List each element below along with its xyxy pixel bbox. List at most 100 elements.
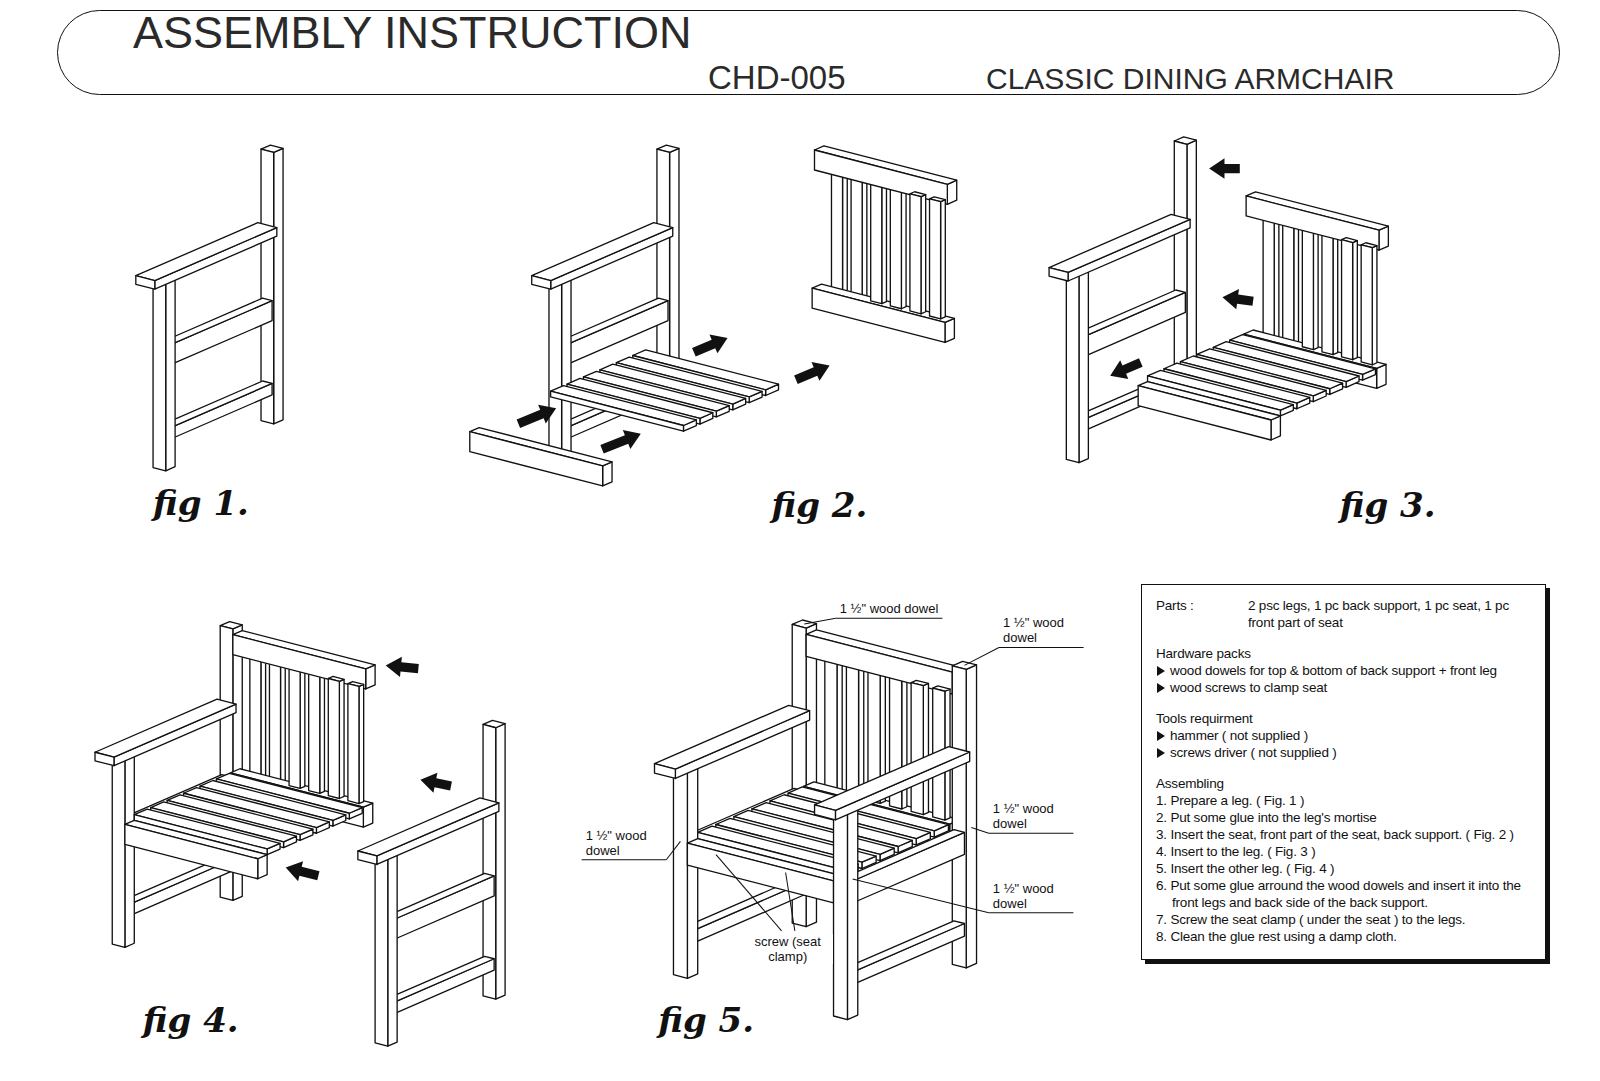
- product-name: CLASSIC DINING ARMCHAIR: [986, 64, 1394, 94]
- part-face: [375, 854, 388, 1046]
- wood-part: [164, 298, 272, 363]
- wood-part: [549, 275, 571, 471]
- part-face: [910, 194, 921, 314]
- wood-part: [386, 873, 494, 938]
- part-face: [1361, 245, 1372, 365]
- part-face: [164, 298, 272, 343]
- wood-part: [328, 676, 344, 798]
- part-face: [269, 663, 280, 783]
- figure-number: fig 3.: [1340, 488, 1436, 522]
- bullet-triangle: [1157, 666, 1166, 676]
- part-face: [388, 853, 397, 1046]
- part-face: [250, 658, 261, 778]
- dowel-callout: 1 ½" wood dowel: [992, 881, 1071, 911]
- leader-underline: [989, 912, 1074, 913]
- part-face: [274, 148, 283, 424]
- assembly-step: 2. Put some glue into the leg's mortise: [1156, 809, 1533, 826]
- bullet-triangle: [1157, 731, 1166, 741]
- leader-line: [971, 827, 988, 833]
- part-face: [114, 704, 236, 766]
- part-face: [1263, 219, 1274, 339]
- part-face: [687, 766, 697, 978]
- part-face: [359, 684, 364, 803]
- direction-arrows: [286, 158, 1254, 881]
- wood-part: [1361, 243, 1377, 365]
- part-face: [655, 705, 810, 769]
- insert-arrow: [794, 362, 829, 384]
- wood-part: [1342, 238, 1358, 360]
- part-face: [1246, 196, 1379, 250]
- part-face: [831, 174, 842, 294]
- part-face: [551, 391, 684, 431]
- bullet-triangle: [1157, 683, 1166, 693]
- part-face: [941, 200, 946, 319]
- part-face: [1294, 225, 1299, 344]
- part-face: [112, 756, 125, 948]
- wood-part: [551, 386, 697, 432]
- part-face: [1049, 214, 1190, 272]
- part-face: [95, 699, 236, 757]
- wood-part: [1138, 382, 1280, 440]
- assembly-step: 3. Insert the seat, front part of the se…: [1156, 826, 1533, 843]
- part-face: [966, 665, 976, 968]
- part-face: [1372, 246, 1377, 365]
- screw-callout: screw (seat clamp): [743, 934, 833, 964]
- section-heading: Tools requirment: [1156, 710, 1533, 727]
- part-face: [289, 668, 300, 788]
- part-face: [901, 190, 906, 309]
- part-face: [846, 921, 965, 971]
- part-face: [859, 667, 864, 798]
- part-face: [320, 674, 325, 793]
- assembly-step: 1. Prepare a leg. ( Fig. 1 ): [1156, 792, 1533, 809]
- wood-part: [851, 177, 867, 299]
- part-face: [166, 278, 175, 471]
- bullet-item: wood dowels for top & bottom of back sup…: [1156, 662, 1533, 679]
- part-face: [386, 873, 494, 918]
- wood-part: [814, 146, 956, 204]
- insert-arrow: [600, 430, 640, 453]
- part-face: [496, 724, 505, 1000]
- wood-part: [95, 699, 236, 766]
- wood-part: [846, 664, 863, 798]
- wood-part: [375, 850, 397, 1046]
- parts-list-box: Parts :2 psc legs, 1 pc back support, 1 …: [1141, 584, 1546, 960]
- part-face: [1049, 268, 1068, 281]
- part-face: [814, 150, 947, 204]
- part-face: [921, 195, 926, 314]
- part-face: [358, 851, 377, 864]
- part-face: [1274, 220, 1279, 339]
- part-face: [843, 174, 848, 293]
- part-face: [562, 278, 571, 471]
- part-face: [882, 185, 887, 304]
- leader-line: [853, 879, 989, 913]
- wood-part: [1246, 192, 1388, 250]
- leader-lines: [582, 618, 1084, 931]
- part-face: [675, 711, 809, 779]
- part-face: [300, 669, 305, 788]
- wood-part: [309, 671, 325, 793]
- assembly-step: 7. Screw the seat clamp ( under the seat…: [1156, 911, 1533, 928]
- parts-text: 2 psc legs, 1 pc back support, 1 pc seat…: [1248, 597, 1533, 631]
- figure-number: fig 4.: [143, 1003, 239, 1037]
- wood-part: [1049, 214, 1190, 281]
- leader-line: [716, 855, 782, 931]
- bullet-triangle: [1157, 748, 1166, 758]
- bullet-item: wood screws to clamp seat: [1156, 679, 1533, 696]
- part-face: [328, 679, 339, 799]
- wood-part: [1263, 217, 1279, 339]
- assembly-step: 6. Put some glue arround the wood dowels…: [1156, 877, 1533, 911]
- part-face: [835, 752, 969, 820]
- wood-part: [112, 751, 134, 947]
- part-face: [806, 634, 952, 694]
- part-face: [532, 223, 673, 281]
- leader-line: [804, 618, 835, 624]
- part-face: [309, 673, 320, 793]
- wood-part: [289, 666, 305, 788]
- part-face: [923, 683, 928, 814]
- part-face: [1068, 219, 1190, 281]
- wood-part: [386, 956, 494, 1013]
- part-face: [136, 276, 155, 289]
- part-face: [871, 184, 882, 304]
- assembly-step: 4. Insert to the leg. ( Fig. 3 ): [1156, 843, 1533, 860]
